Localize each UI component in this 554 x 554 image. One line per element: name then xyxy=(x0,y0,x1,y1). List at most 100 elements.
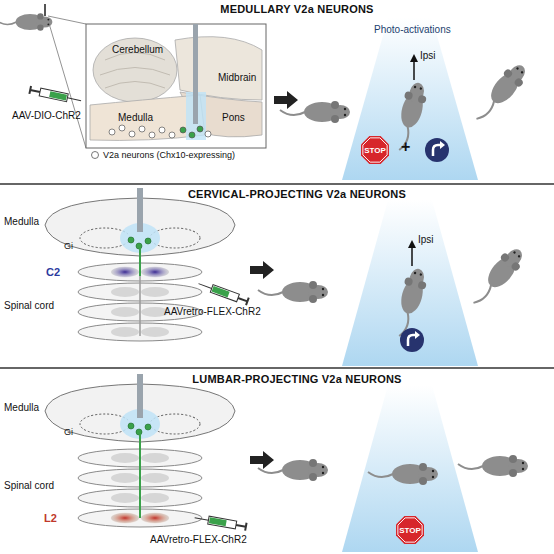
region-name: Medulla xyxy=(4,402,39,413)
ipsi-arrow xyxy=(408,240,416,266)
region-name: Cerebellum xyxy=(112,44,163,55)
brain-inset xyxy=(180,127,186,133)
flow-arrow xyxy=(250,261,274,279)
ipsi-arrow xyxy=(410,54,418,80)
light-beam xyxy=(342,200,478,366)
brain-inset xyxy=(205,131,211,137)
ipsi-arrow xyxy=(408,240,416,248)
segment-name: C2 xyxy=(46,266,60,278)
ipsi-arrow xyxy=(413,60,415,80)
panel-band: CERVICAL-PROJECTING V2a NEURONS xyxy=(0,185,554,367)
panel-separators xyxy=(0,184,554,368)
stop-sign: STOP xyxy=(396,516,424,544)
mice xyxy=(258,243,528,339)
segment-name: L2 xyxy=(44,512,57,524)
region-name: Gi xyxy=(64,428,73,438)
flow-arrow xyxy=(274,91,298,109)
side-mouse xyxy=(44,4,46,16)
axon xyxy=(140,432,141,518)
flow-arrow xyxy=(250,451,274,469)
mice xyxy=(467,243,529,311)
mice xyxy=(280,101,350,123)
vector-name: AAVretro-FLEX-ChR2 xyxy=(150,534,247,545)
direction-label: Ipsi xyxy=(420,50,436,61)
syringe xyxy=(197,280,249,305)
axon xyxy=(139,432,141,518)
syringe xyxy=(29,86,82,105)
brain-inset xyxy=(48,20,86,148)
ipsi-arrow xyxy=(410,54,418,62)
region-name: Gi xyxy=(64,242,73,252)
region-name: Medulla xyxy=(118,112,153,123)
stop-text: STOP xyxy=(396,516,424,544)
panel-band: MEDULLARY V2a NEURONS STOP xyxy=(0,0,554,183)
brain-inset xyxy=(189,132,195,138)
stop-octagon-shape xyxy=(361,136,389,164)
region-name: Midbrain xyxy=(218,72,256,83)
panel-heading: MEDULLARY V2a NEURONS xyxy=(40,3,554,15)
stop-text: STOP xyxy=(361,136,389,164)
legend-circle xyxy=(92,152,99,159)
light-beam xyxy=(342,200,478,366)
axon xyxy=(139,246,141,276)
legend-swatch xyxy=(90,150,100,160)
light-beam xyxy=(342,385,478,552)
brain-inset xyxy=(48,16,266,148)
spinal-sections xyxy=(141,266,169,278)
syringe xyxy=(194,514,247,531)
light-beam xyxy=(342,385,478,552)
legend-text: V2a neurons (Chx10-expressing) xyxy=(103,150,235,160)
brain-inset xyxy=(93,38,177,102)
brain-inset xyxy=(169,132,175,138)
mice xyxy=(258,281,328,303)
brain-inset xyxy=(109,125,211,138)
stimulus-label: Photo-activations xyxy=(374,24,451,35)
brain-inset xyxy=(175,37,262,100)
brain-inset xyxy=(193,24,198,124)
panel-heading: CERVICAL-PROJECTING V2a NEURONS xyxy=(40,188,554,200)
brain-inset xyxy=(119,125,125,131)
region-name: Spinal cord xyxy=(4,300,54,311)
mice xyxy=(258,455,528,485)
turn-icon xyxy=(400,328,424,352)
brain-inset xyxy=(139,126,145,132)
mice xyxy=(368,463,438,485)
mice xyxy=(470,59,532,127)
region-name: Pons xyxy=(222,112,245,123)
spinal-sections xyxy=(110,512,140,524)
syringe xyxy=(29,86,82,105)
panel-heading: LUMBAR-PROJECTING V2a NEURONS xyxy=(40,373,554,385)
stop-octagon-shape xyxy=(396,516,424,544)
mice xyxy=(458,455,528,477)
plus-sign: + xyxy=(401,138,410,156)
vector-name: AAV-DIO-ChR2 xyxy=(12,110,81,121)
syringe xyxy=(194,514,247,531)
flow-arrow xyxy=(250,451,274,469)
syringe xyxy=(197,280,249,305)
axon xyxy=(139,276,141,336)
side-mouse xyxy=(0,4,52,31)
brain-inset xyxy=(48,16,86,24)
panel-band: LUMBAR-PROJECTING V2a NEURONS STOP xyxy=(0,370,554,554)
brain-inset xyxy=(86,24,266,148)
turn-icon xyxy=(400,328,424,352)
direction-label: Ipsi xyxy=(418,234,434,245)
brain-inset xyxy=(149,132,155,138)
turn-icon xyxy=(425,138,449,162)
flow-arrow xyxy=(274,91,298,109)
region-name: Spinal cord xyxy=(4,480,54,491)
light-beam xyxy=(342,18,478,180)
ipsi-arrow xyxy=(411,246,413,266)
flow-arrow xyxy=(250,261,274,279)
mice xyxy=(258,459,328,481)
light-beam xyxy=(342,18,478,180)
brain-inset xyxy=(159,127,165,133)
axon xyxy=(140,246,141,336)
panel-separators xyxy=(0,367,554,369)
brain-inset xyxy=(100,53,170,89)
brain-inset xyxy=(129,131,135,137)
spinal-sections xyxy=(111,266,139,278)
region-name: Medulla xyxy=(4,216,39,227)
